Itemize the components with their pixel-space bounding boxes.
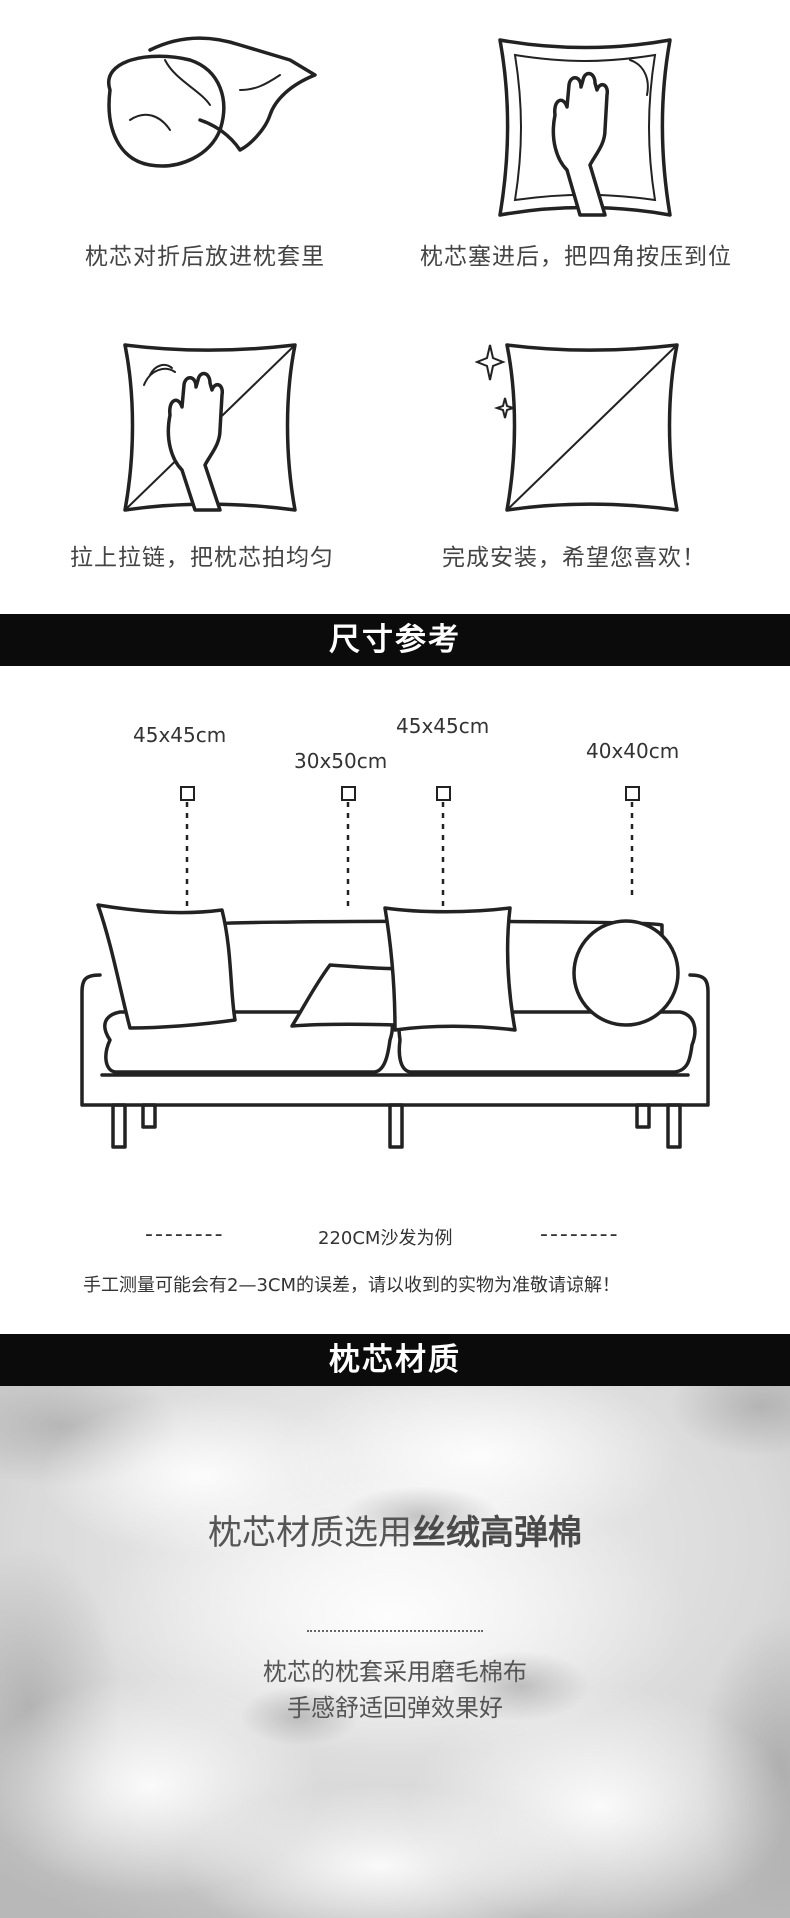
step-caption: 枕芯塞进后，把四角按压到位 bbox=[420, 244, 732, 270]
step-4: 完成安装，希望您喜欢！ bbox=[395, 320, 790, 580]
material-headline-highlight: 丝绒高弹棉 bbox=[412, 1513, 582, 1553]
pillow-size-label: 30x50cm bbox=[294, 749, 388, 773]
pillow-fold-icon bbox=[106, 36, 317, 168]
cotton-fiber-image bbox=[0, 1386, 790, 1918]
pillow-size-label: 40x40cm bbox=[586, 739, 680, 763]
sofa-width-label: 220CM沙发为例 bbox=[318, 1228, 453, 1249]
step-3: 拉上拉链，把枕芯拍均匀 bbox=[0, 320, 395, 580]
material-desc-line-2: 手感舒适回弹效果好 bbox=[287, 1694, 503, 1722]
dash-right: -------- bbox=[540, 1222, 620, 1247]
dotted-divider bbox=[307, 1630, 483, 1632]
size-section-header: 尺寸参考 bbox=[0, 614, 790, 666]
material-section-title: 枕芯材质 bbox=[329, 1342, 461, 1378]
material-desc-line-1: 枕芯的枕套采用磨毛棉布 bbox=[263, 1658, 527, 1686]
press-corners-icon bbox=[498, 38, 672, 217]
material-headline: 枕芯材质选用丝绒高弹棉 bbox=[0, 1505, 790, 1554]
pillow-size-label: 45x45cm bbox=[133, 723, 227, 747]
sofa-illustration bbox=[80, 786, 710, 1149]
dash-left: -------- bbox=[145, 1222, 225, 1247]
step-1: 枕芯对折后放进枕套里 bbox=[0, 0, 395, 300]
step-caption: 拉上拉链，把枕芯拍均匀 bbox=[70, 545, 334, 571]
pillow-size-label: 45x45cm bbox=[396, 714, 490, 738]
material-headline-prefix: 枕芯材质选用 bbox=[208, 1513, 412, 1553]
step-caption: 枕芯对折后放进枕套里 bbox=[85, 244, 325, 270]
size-section-title: 尺寸参考 bbox=[329, 622, 461, 658]
material-section-header: 枕芯材质 bbox=[0, 1334, 790, 1386]
step-caption: 完成安装，希望您喜欢！ bbox=[442, 545, 706, 571]
step-2: 枕芯塞进后，把四角按压到位 bbox=[395, 0, 790, 300]
measurement-note: 手工测量可能会有2—3CM的误差，请以收到的实物为准敬请谅解！ bbox=[83, 1275, 621, 1296]
finished-pillow-icon bbox=[475, 343, 679, 512]
zip-pat-icon bbox=[123, 343, 297, 512]
